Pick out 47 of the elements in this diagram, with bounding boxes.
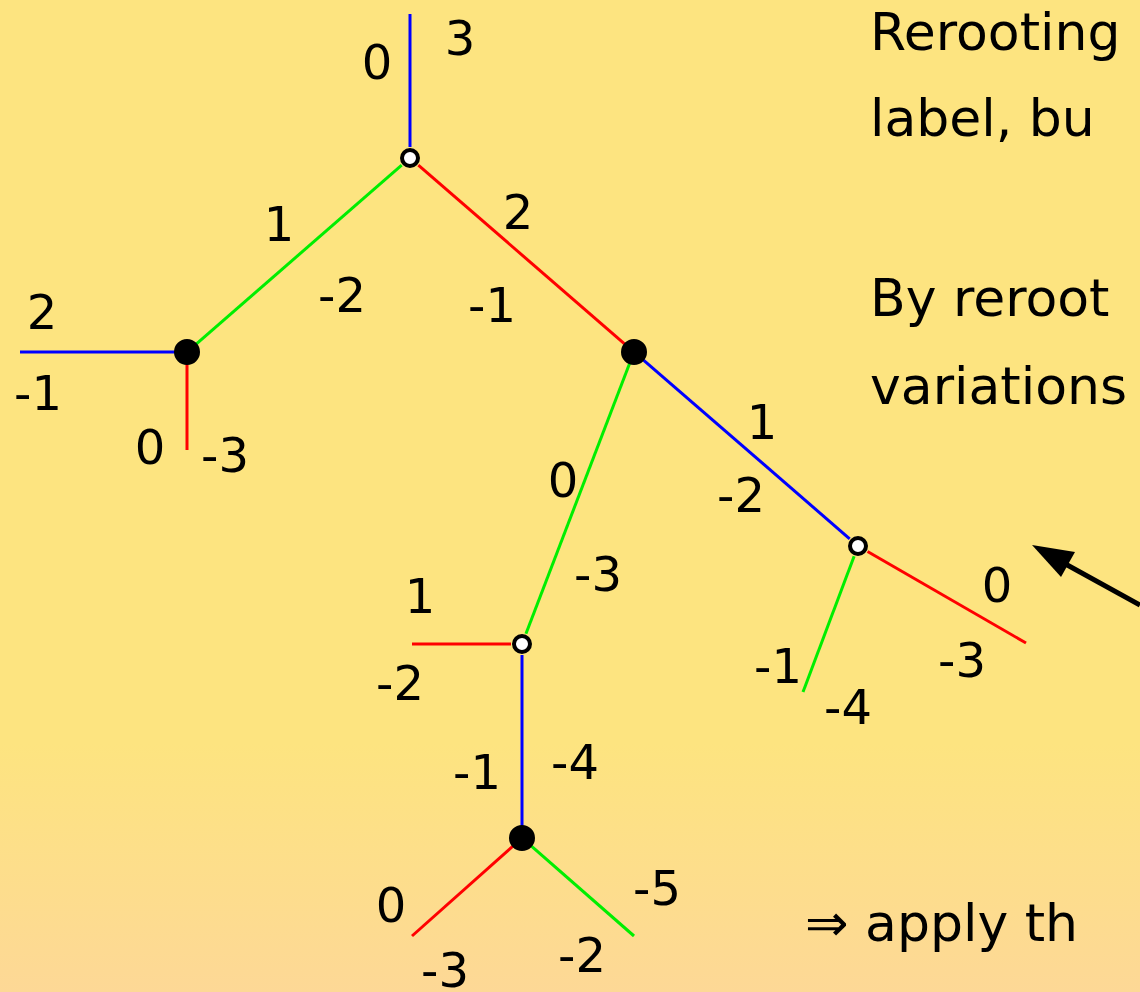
edge-weight: 1 [404, 572, 436, 620]
filled-vertex [621, 339, 647, 365]
edge-weight: 2 [502, 188, 534, 236]
edge-weight: -3 [201, 431, 249, 479]
edge-weight: 2 [26, 288, 58, 336]
tree-edge [411, 844, 515, 938]
edge-weight: -3 [938, 636, 986, 684]
open-vertex [848, 536, 868, 556]
tree-edge [417, 164, 627, 346]
tree-edge [866, 550, 1027, 645]
edge-weight: -4 [824, 683, 872, 731]
edge-weight: 0 [375, 881, 407, 929]
edge-weight: -3 [574, 550, 622, 598]
open-vertex [400, 148, 420, 168]
edge-weight: 1 [263, 200, 295, 248]
edge-weight: -1 [754, 642, 802, 690]
edge-weight: -5 [633, 864, 681, 912]
edge-weight: 0 [361, 38, 393, 86]
tree-edge [801, 555, 856, 693]
tree-edge [529, 844, 635, 938]
edge-weight: -3 [421, 946, 469, 992]
edge-weight: 1 [746, 398, 778, 446]
edge-weight: -2 [558, 931, 606, 979]
filled-vertex [174, 339, 200, 365]
edge-weight: -2 [376, 659, 424, 707]
filled-vertex [509, 825, 535, 851]
slide-text: label, bu [870, 92, 1095, 144]
slide-text: variations [870, 360, 1128, 412]
edge-weight: 3 [444, 14, 476, 62]
edge-weight: -1 [453, 748, 501, 796]
edge-weight: -2 [717, 471, 765, 519]
tree-edge [524, 361, 632, 635]
edge-weight: -2 [318, 271, 366, 319]
edge-weight: -1 [14, 369, 62, 417]
edge-weight: -4 [551, 738, 599, 786]
edge-weight: 0 [547, 456, 579, 504]
edge-weight: -1 [468, 281, 516, 329]
edge-weight: 0 [134, 423, 166, 471]
tree-edge [185, 363, 189, 450]
tree-edge [194, 164, 403, 346]
tree-edge [20, 350, 176, 354]
tree-edge [412, 642, 511, 646]
open-vertex [512, 634, 532, 654]
tree-edge [641, 358, 851, 540]
tree-edge [520, 655, 524, 827]
tree-edge [408, 14, 412, 147]
edge-weight: 0 [981, 561, 1013, 609]
